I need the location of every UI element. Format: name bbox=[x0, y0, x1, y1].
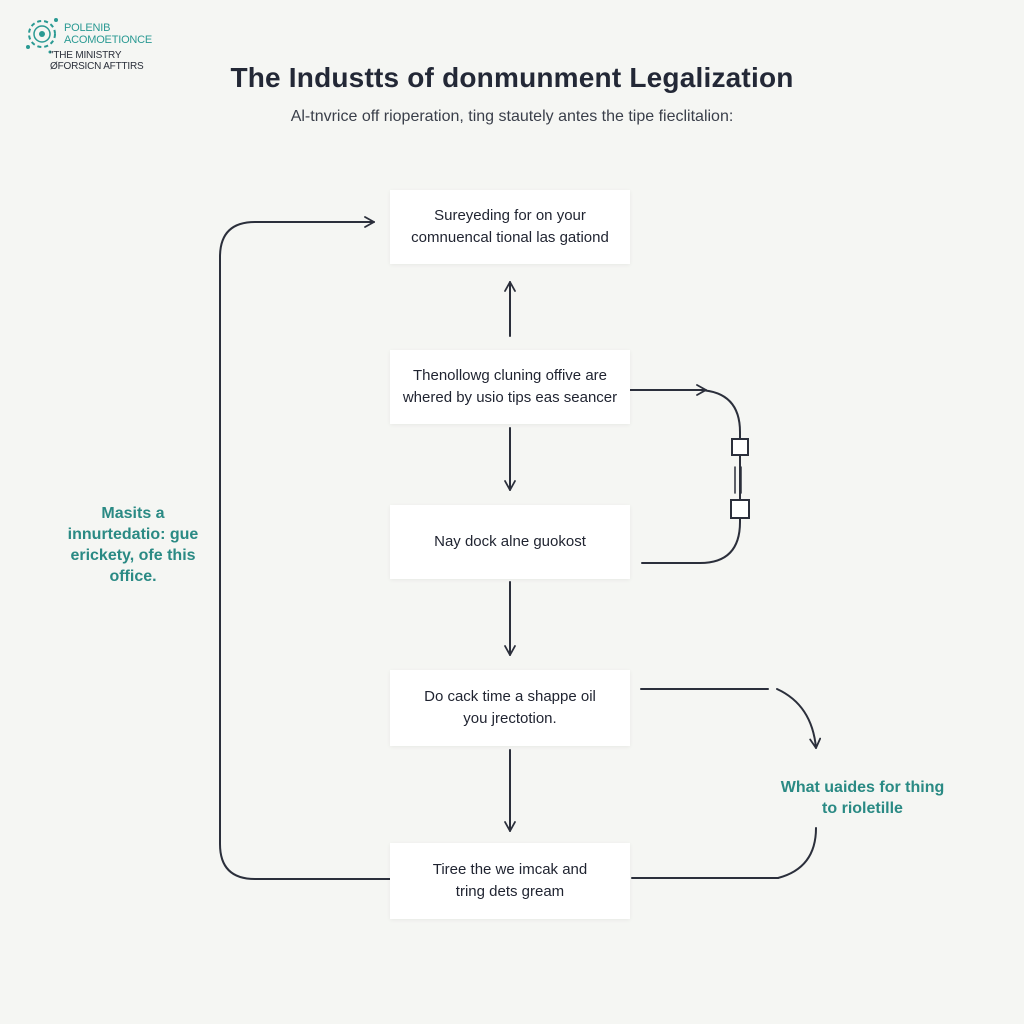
page-subtitle: Al-tnvrice off rioperation, ting stautel… bbox=[290, 108, 734, 125]
right-branch-down bbox=[776, 688, 822, 749]
left-note-line2: innurtedatio: gue bbox=[67, 526, 199, 543]
left-note-line4: office. bbox=[109, 568, 157, 585]
step-box-3: Nay dock alne guokost bbox=[390, 505, 630, 579]
step-box-4: Do cack time a shappe oil you jrectotion… bbox=[390, 670, 630, 746]
step-box-1: Sureyeding for on your comnuencal tional… bbox=[390, 190, 630, 264]
left-side-note: Masits a innurtedatio: gue erickety, ofe… bbox=[58, 503, 208, 587]
left-note-line3: erickety, ofe this bbox=[70, 547, 196, 564]
logo-text-line1: POLENIB bbox=[64, 22, 111, 34]
connector-square-top bbox=[731, 438, 749, 456]
step-4-line2: you jrectotion. bbox=[463, 710, 557, 727]
step-1-line2: comnuencal tional las gationd bbox=[411, 229, 609, 246]
connector-square-bottom bbox=[730, 499, 750, 519]
right-branch-up bbox=[777, 827, 817, 879]
step-4-line1: Do cack time a shappe oil bbox=[424, 688, 596, 705]
logo-text-line2: ACOMOETIONCE bbox=[64, 34, 153, 46]
page-title: The Industts of donmunment Legalization bbox=[230, 62, 794, 93]
step-5-line2: tring dets gream bbox=[455, 883, 565, 900]
right-loop-connector bbox=[641, 389, 741, 564]
step-3-line1: Nay dock alne guokost bbox=[434, 533, 586, 550]
step-1-line1: Sureyeding for on your bbox=[434, 207, 586, 224]
step-box-5: Tiree the we imcak and tring dets gream bbox=[390, 843, 630, 919]
left-note-line1: Masits a bbox=[101, 505, 165, 522]
loop-back-connector bbox=[219, 216, 391, 880]
logo-emblem-icon bbox=[26, 18, 58, 54]
step-2-line1: Thenollowg cluning offive are bbox=[412, 367, 607, 384]
logo-text-line3: "THE MINISTRY bbox=[50, 50, 122, 61]
right-note-line2: to rioletille bbox=[822, 800, 903, 817]
ministry-logo: POLENIB ACOMOETIONCE "THE MINISTRY ØFORS… bbox=[22, 14, 162, 76]
logo-text-line4: ØFORSICN AFTTIRS bbox=[50, 61, 144, 72]
step-5-line1: Tiree the we imcak and bbox=[432, 861, 588, 878]
step-2-line2: whered by usio tips eas seancer bbox=[402, 389, 618, 406]
right-side-note: What uaides for thing to rioletille bbox=[760, 777, 965, 819]
step-box-2: Thenollowg cluning offive are whered by … bbox=[390, 350, 630, 424]
right-note-line1: What uaides for thing bbox=[780, 779, 945, 796]
